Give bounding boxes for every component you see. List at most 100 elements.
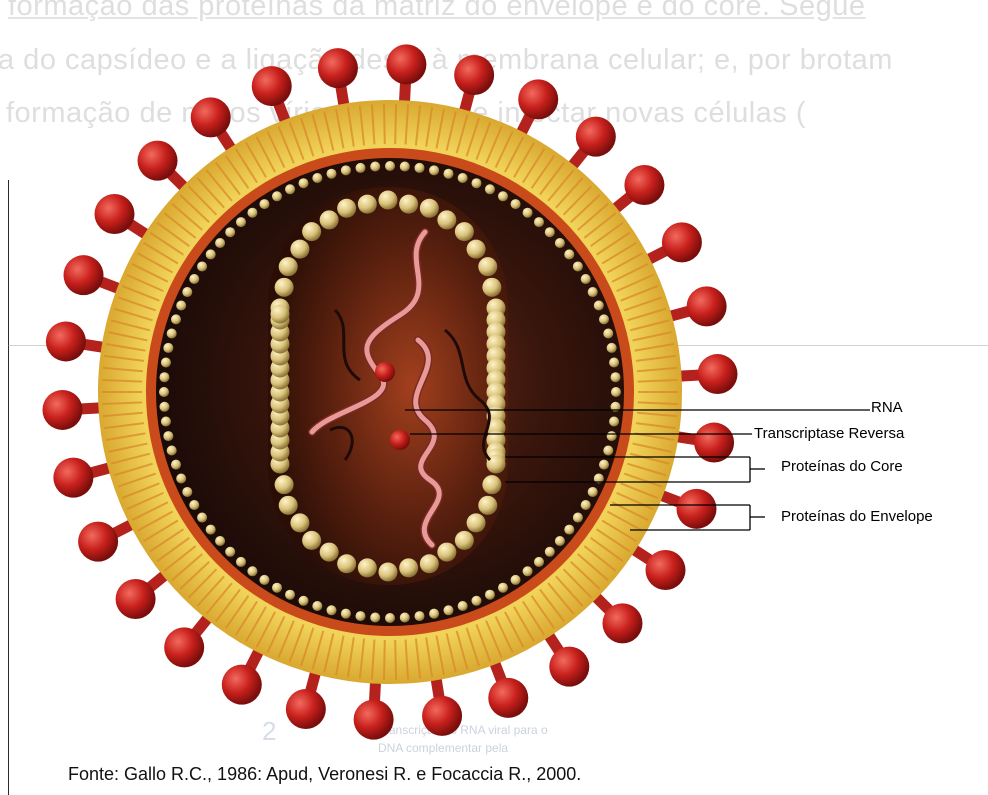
matrix-bead [370, 613, 380, 623]
matrix-bead [272, 583, 282, 593]
capsid-bead [379, 563, 398, 582]
spike-head [624, 165, 664, 205]
spike-head [698, 354, 738, 394]
matrix-bead [485, 184, 495, 194]
matrix-bead [341, 165, 351, 175]
capsid-bead [290, 513, 309, 532]
reverse-transcriptase-enzyme-2 [390, 430, 410, 450]
spike-head [64, 255, 104, 295]
spike-head [549, 647, 589, 687]
matrix-bead [607, 431, 617, 441]
matrix-bead [299, 596, 309, 606]
matrix-bead [197, 261, 207, 271]
matrix-bead [573, 513, 583, 523]
matrix-bead [611, 372, 621, 382]
matrix-bead [176, 473, 186, 483]
matrix-bead [400, 613, 410, 623]
matrix-bead [312, 173, 322, 183]
matrix-bead [599, 460, 609, 470]
matrix-bead [285, 590, 295, 600]
spike-head [252, 66, 292, 106]
capsid-bead [271, 305, 290, 324]
spike-head [116, 579, 156, 619]
capsid-bead [437, 210, 456, 229]
matrix-bead [247, 566, 257, 576]
lipid-stripe [384, 640, 385, 680]
matrix-bead [471, 178, 481, 188]
matrix-bead [581, 274, 591, 284]
spike-head [488, 678, 528, 718]
spike-head [354, 700, 394, 740]
label-proteinas-do-core: Proteínas do Core [781, 459, 903, 474]
label-transcriptase-reversa: Transcriptase Reversa [754, 426, 904, 441]
spike-head [676, 489, 716, 529]
matrix-bead [159, 387, 169, 397]
spike-head [94, 194, 134, 234]
reverse-transcriptase-enzyme-1 [375, 362, 395, 382]
capsid-bead [358, 195, 377, 214]
matrix-bead [206, 525, 216, 535]
matrix-bead [236, 557, 246, 567]
matrix-bead [609, 358, 619, 368]
label-rna: RNA [871, 400, 903, 415]
capsid-bead [467, 513, 486, 532]
matrix-bead [159, 372, 169, 382]
matrix-bead [167, 329, 177, 339]
matrix-bead [588, 487, 598, 497]
spike-head [576, 117, 616, 157]
matrix-bead [299, 178, 309, 188]
matrix-bead [400, 161, 410, 171]
spike-head [46, 321, 86, 361]
capsid-bead [478, 496, 497, 515]
spike-head [602, 603, 642, 643]
matrix-bead [573, 261, 583, 271]
matrix-bead [182, 287, 192, 297]
capsid-bead [482, 475, 501, 494]
spike-head [222, 665, 262, 705]
capsid-bead [455, 531, 474, 550]
matrix-bead [285, 184, 295, 194]
spike-head [662, 222, 702, 262]
lipid-stripe [384, 104, 385, 144]
matrix-bead [564, 525, 574, 535]
matrix-bead [259, 575, 269, 585]
matrix-bead [607, 343, 617, 353]
capsid-bead [478, 257, 497, 276]
matrix-bead [443, 169, 453, 179]
matrix-bead [545, 547, 555, 557]
spike-head [518, 79, 558, 119]
capsid-bead [379, 191, 398, 210]
spike-head [164, 627, 204, 667]
capsid-bead [279, 257, 298, 276]
capsid-bead [275, 278, 294, 297]
capsid-bead [290, 240, 309, 259]
spike-head [53, 458, 93, 498]
matrix-bead [523, 208, 533, 218]
matrix-bead [197, 513, 207, 523]
matrix-bead [458, 173, 468, 183]
matrix-bead [327, 605, 337, 615]
spike-head [646, 550, 686, 590]
matrix-bead [594, 301, 604, 311]
spike-head [286, 689, 326, 729]
capsid-bead [358, 558, 377, 577]
matrix-bead [215, 536, 225, 546]
spike-head [386, 44, 426, 84]
matrix-bead [272, 191, 282, 201]
matrix-bead [161, 416, 171, 426]
matrix-bead [511, 575, 521, 585]
spike-head [454, 55, 494, 95]
capsid-bead [399, 558, 418, 577]
matrix-bead [215, 238, 225, 248]
matrix-bead [236, 217, 246, 227]
matrix-bead [599, 314, 609, 324]
lipid-stripe [395, 104, 396, 144]
capsid-bead [482, 278, 501, 297]
matrix-bead [161, 358, 171, 368]
capsid-bead [302, 531, 321, 550]
matrix-bead [523, 566, 533, 576]
capsid-bead [455, 222, 474, 241]
label-proteinas-do-envelope: Proteínas do Envelope [781, 509, 933, 524]
capsid-bead [320, 543, 339, 562]
